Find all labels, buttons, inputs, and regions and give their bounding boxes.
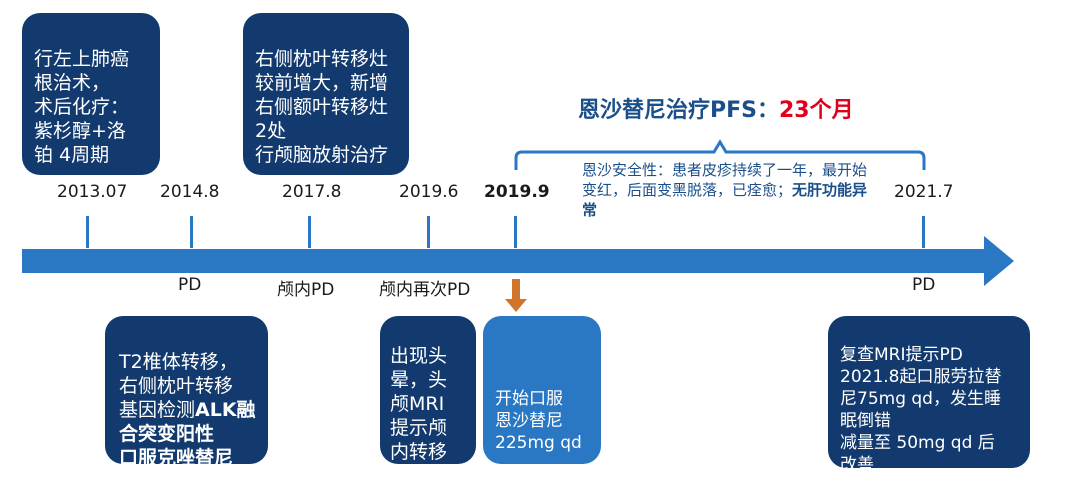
tick-2019-9 (514, 216, 517, 248)
pd-label-2021: PD (912, 275, 936, 295)
event-2021-text: 复查MRI提示PD 2021.8起口服劳拉替 尼75mg qd，发生睡 眠倒错 … (840, 345, 1002, 475)
date-2019-9: 2019.9 (484, 182, 550, 202)
event-2019-6-box: 出现头 晕，头 颅MRI 提示颅 内转移 灶进展 (380, 316, 476, 487)
date-2021: 2021.7 (894, 182, 954, 202)
tick-2017 (308, 216, 311, 248)
event-2017-text: 右侧枕叶转移灶 较前增大，新增 右侧额叶转移灶 2处 行颅脑放射治疗 (255, 48, 389, 166)
safety-bold: 无肝功能异常 (582, 181, 868, 219)
pd-label-2017: 颅内PD (277, 280, 335, 300)
event-2014-bold-a: ALK融 (195, 399, 256, 421)
date-2017: 2017.8 (282, 182, 342, 202)
tick-2021 (922, 216, 925, 248)
pfs-title-label: 恩沙替尼治疗PFS： (578, 98, 779, 123)
event-2019-9-box: 开始口服 恩沙替尼 225mg qd (483, 316, 601, 464)
tick-2014 (190, 216, 193, 248)
pfs-value: 23个月 (779, 98, 854, 123)
timeline-arrowhead (984, 236, 1014, 286)
event-2014-bold-b: 合突变阳性 口服克唑替尼 (119, 423, 234, 469)
event-2013-text: 行左上肺癌 根治术， 术后化疗： 紫杉醇+洛 铂 4周期 (34, 48, 130, 166)
start-drug-arrow (505, 299, 527, 312)
pd-label-2014: PD (178, 275, 202, 295)
tick-2013 (86, 216, 89, 248)
date-2013: 2013.07 (57, 182, 128, 202)
tick-2019-6 (427, 216, 430, 248)
pd-label-2019: 颅内再次PD (379, 280, 471, 300)
event-2019-6-text: 出现头 晕，头 颅MRI 提示颅 内转移 灶进展 (390, 345, 448, 487)
pfs-title: 恩沙替尼治疗PFS：23个月 (578, 92, 854, 124)
event-2013-box: 行左上肺癌 根治术， 术后化疗： 紫杉醇+洛 铂 4周期 (22, 13, 160, 175)
date-2014: 2014.8 (160, 182, 220, 202)
event-2017-box: 右侧枕叶转移灶 较前增大，新增 右侧额叶转移灶 2处 行颅脑放射治疗 (243, 13, 409, 175)
safety-text: 恩沙安全性：患者皮疹持续了一年，最开始变红，后面变黑脱落，已痊愈； (582, 161, 868, 199)
date-2019-6: 2019.6 (399, 182, 459, 202)
event-2014-text: T2椎体转移， 右侧枕叶转移 基因检测 (119, 351, 238, 421)
safety-note: 恩沙安全性：患者皮疹持续了一年，最开始变红，后面变黑脱落，已痊愈；无肝功能异常 (582, 160, 872, 220)
timeline-bar (22, 249, 988, 273)
event-2019-9-text: 开始口服 恩沙替尼 225mg qd (495, 389, 582, 453)
event-2014-box: T2椎体转移， 右侧枕叶转移 基因检测ALK融合突变阳性 口服克唑替尼 (105, 316, 268, 469)
event-2021-box: 复查MRI提示PD 2021.8起口服劳拉替 尼75mg qd，发生睡 眠倒错 … (828, 316, 1030, 475)
